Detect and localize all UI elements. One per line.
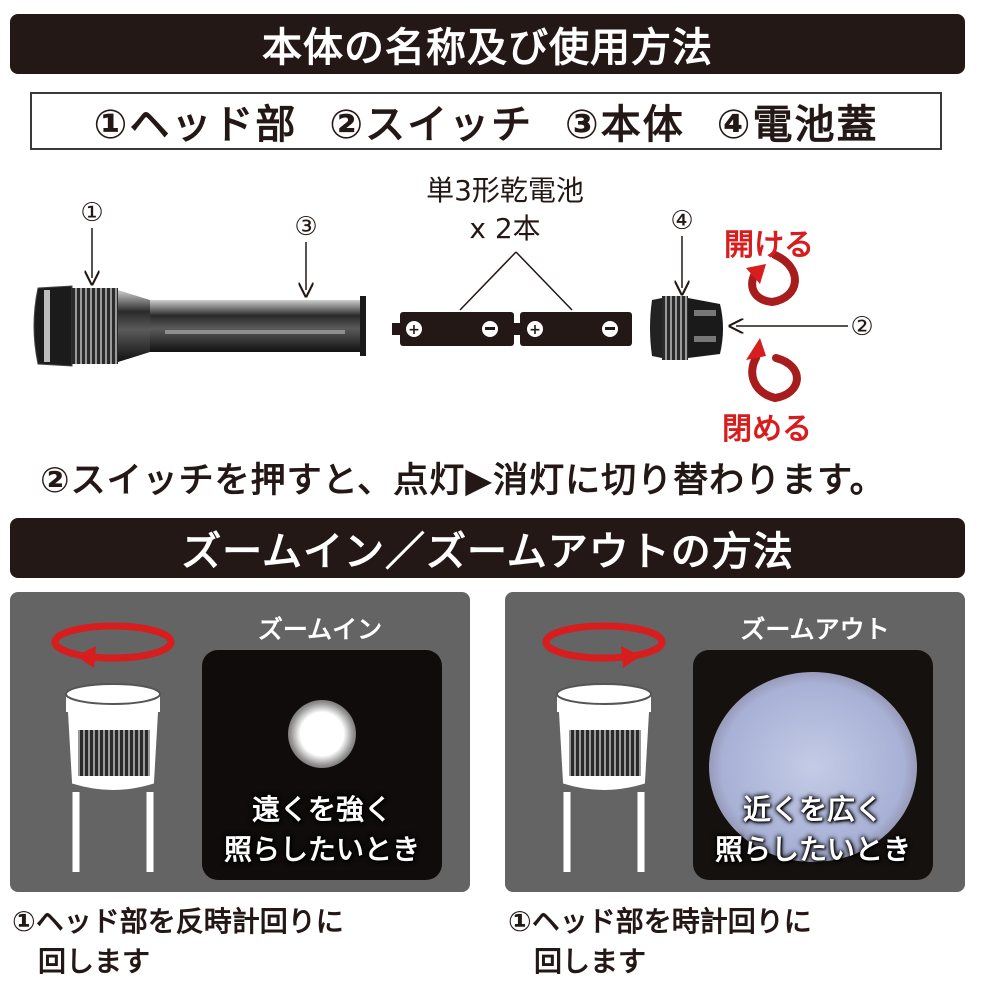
flashlight-head [33, 285, 150, 367]
battery-label-line1: 単3形乾電池 [426, 174, 584, 207]
svg-text:③: ③ [294, 212, 317, 242]
zoom-in-caption-line2: 照らしたいとき [223, 833, 420, 866]
zoom-out-note-line2: 回します [534, 945, 647, 978]
zoom-out-spot-scene: 近くを広く 照らしたいとき [693, 650, 933, 880]
section-title-zoom: ズームイン／ズームアウトの方法 [10, 518, 965, 578]
zoom-in-spot-scene: 遠くを強く 照らしたいとき [202, 650, 442, 880]
narrow-light-spot [288, 700, 356, 768]
switch-instruction: ②スイッチを押すと、点灯▶消灯に切り替わります。 [40, 461, 886, 501]
close-rotate-arrow [746, 338, 801, 403]
svg-text:②: ② [850, 312, 873, 342]
section-title-parts: 本体の名称及び使用方法 [10, 14, 965, 74]
close-label: 閉める [722, 412, 812, 447]
svg-text:④: ④ [670, 206, 693, 236]
zoom-in-note: ①ヘッド部を反時計回りに 回します [12, 902, 344, 982]
parts-list-text: ①ヘッド部 ②スイッチ ③本体 ④電池蓋 [93, 102, 879, 148]
zoom-in-note-line1: ①ヘッド部を反時計回りに [12, 905, 344, 938]
parts-list: ①ヘッド部 ②スイッチ ③本体 ④電池蓋 [30, 92, 942, 150]
marker-2: ② [736, 312, 874, 342]
battery-pair-connector [459, 251, 573, 311]
zoom-out-title: ズームアウト [740, 615, 890, 644]
open-rotate-arrow [746, 251, 799, 307]
open-label: 開ける [724, 228, 814, 263]
marker-3: ③ [294, 212, 318, 290]
zoom-out-caption: 近くを広く 照らしたいとき [693, 790, 933, 870]
section-title-parts-text: 本体の名称及び使用方法 [262, 25, 713, 71]
zoom-out-note: ①ヘッド部を時計回りに 回します [508, 902, 812, 982]
flashlight-body [150, 296, 366, 356]
flashlight-diagram: ① ③ ④ ② + [33, 198, 874, 403]
zoom-in-title: ズームイン [257, 615, 383, 644]
zoom-out-caption-line2: 照らしたいとき [714, 833, 911, 866]
svg-text:+: + [529, 322, 541, 338]
clockwise-rotate-icon [542, 622, 666, 872]
battery-cap [650, 296, 723, 360]
zoom-in-caption: 遠くを強く 照らしたいとき [202, 790, 442, 870]
wide-light-spot [709, 672, 917, 862]
section-title-zoom-text: ズームイン／ズームアウトの方法 [181, 529, 794, 575]
zoom-out-caption-line1: 近くを広く [742, 793, 883, 826]
battery-1: + [392, 312, 514, 346]
zoom-out-note-line1: ①ヘッド部を時計回りに [508, 905, 812, 938]
zoom-in-panel: ズームイン 遠くを強く 照らしたいとき [10, 592, 470, 892]
svg-text:①: ① [80, 198, 103, 228]
battery-label: 単3形乾電池 x 2本 [390, 172, 620, 248]
counterclockwise-rotate-icon [51, 622, 175, 872]
marker-1: ① [80, 198, 104, 278]
zoom-out-panel: ズームアウト 近くを広く 照らしたいとき [505, 592, 965, 892]
battery-2: + [512, 312, 632, 346]
zoom-in-note-line2: 回します [38, 945, 151, 978]
svg-text:+: + [408, 322, 420, 338]
marker-4: ④ [670, 206, 694, 288]
zoom-in-caption-line1: 遠くを強く [251, 793, 392, 826]
battery-label-line2: x 2本 [469, 212, 541, 245]
